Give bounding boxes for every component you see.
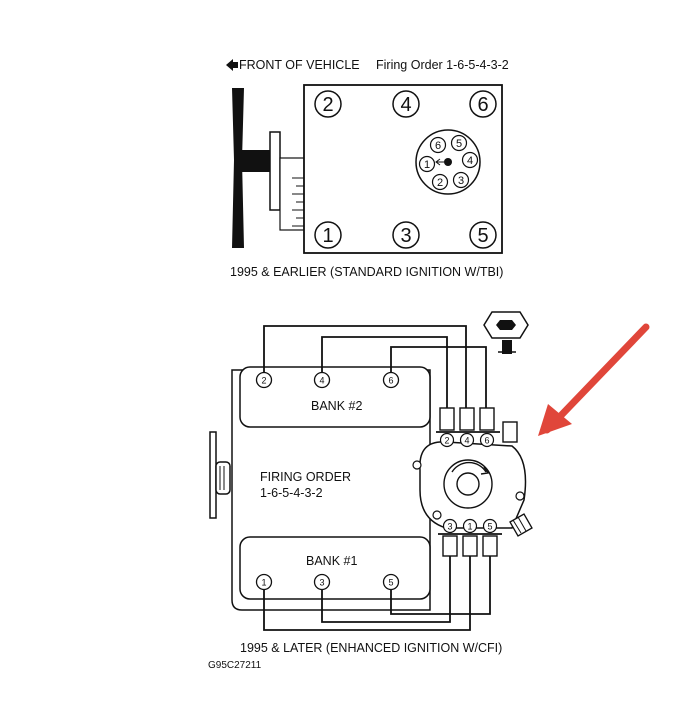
coil-terminal: 4 [459,432,475,448]
distributor-terminal: 2 [431,173,449,191]
svg-text:3: 3 [458,175,464,187]
svg-text:6: 6 [484,436,489,446]
firing-order-title: FIRING ORDER [260,470,351,484]
cylinder-circle: 4 [313,371,331,389]
bank-1-label: BANK #1 [306,554,357,568]
front-of-vehicle-label: FRONT OF VEHICLE [239,58,360,72]
cylinder-circle: 5 [469,221,497,249]
svg-text:4: 4 [464,436,469,446]
top-diagram-caption: 1995 & EARLIER (STANDARD IGNITION W/TBI) [230,265,503,279]
bottom-diagram: BANK #2 BANK #1 FIRING ORDER 1-6-5-4-3-2… [208,311,650,671]
cylinder-circle: 1 [314,221,342,249]
cylinder-circle: 5 [382,573,400,591]
cylinder-circle: 6 [382,371,400,389]
distributor-terminal: 4 [461,151,479,169]
cylinder-circle: 4 [392,90,420,118]
svg-text:3: 3 [319,578,324,588]
svg-text:5: 5 [477,225,488,247]
svg-text:2: 2 [444,436,449,446]
coil-boots-top [439,407,518,443]
fan-pulley [232,88,305,248]
svg-text:6: 6 [435,140,441,152]
front-arrow-icon [226,59,238,71]
bank-2-label: BANK #2 [311,399,362,413]
svg-text:5: 5 [456,138,462,150]
coil-boots-bottom [442,535,498,557]
top-diagram: FRONT OF VEHICLE Firing Order 1-6-5-4-3-… [226,58,509,279]
distributor-terminal: 3 [452,171,470,189]
svg-text:5: 5 [388,578,393,588]
bank-1-cover [239,536,431,600]
svg-text:3: 3 [447,522,452,532]
cylinder-circle: 3 [392,221,420,249]
bottom-diagram-caption: 1995 & LATER (ENHANCED IGNITION W/CFI) [240,641,502,655]
cylinder-circle: 2 [255,371,273,389]
coil-terminal: 2 [439,432,455,448]
coil-terminal: 3 [442,518,458,534]
cylinder-circle: 6 [469,90,497,118]
fan-pulley [209,431,231,519]
svg-text:4: 4 [400,94,411,116]
firing-order-sequence: 1-6-5-4-3-2 [260,486,323,500]
figure-code: G95C27211 [208,660,262,671]
svg-text:1: 1 [261,578,266,588]
svg-text:4: 4 [319,376,324,386]
svg-text:1: 1 [467,522,472,532]
plug-wires-bank-1 [263,556,491,631]
annotation-arrowhead-icon [538,404,572,436]
svg-text:4: 4 [467,155,473,167]
coil-pack [412,441,533,537]
svg-text:6: 6 [388,376,393,386]
svg-text:2: 2 [437,177,443,189]
plug-wires-bank-2 [263,325,487,408]
bank-2-cover [239,366,431,428]
cylinder-circle: 3 [313,573,331,591]
annotation-arrow-icon [543,323,650,434]
cylinder-circle: 2 [314,90,342,118]
ignition-coil [483,311,529,354]
svg-text:1: 1 [424,159,430,171]
distributor-cap: 6 5 1 4 2 3 [415,129,481,195]
distributor-terminal: 1 [418,155,436,173]
coil-terminal: 1 [462,518,478,534]
svg-text:5: 5 [487,522,492,532]
distributor-terminal: 5 [450,134,468,152]
firing-order-label: Firing Order 1-6-5-4-3-2 [376,58,509,72]
svg-text:2: 2 [322,94,333,116]
svg-text:6: 6 [477,94,488,116]
svg-text:1: 1 [322,225,333,247]
svg-text:2: 2 [261,376,266,386]
distributor-terminal: 6 [429,136,447,154]
svg-text:3: 3 [400,225,411,247]
coil-terminal: 6 [479,432,495,448]
cylinder-circle: 1 [255,573,273,591]
coil-terminal: 5 [482,518,498,534]
